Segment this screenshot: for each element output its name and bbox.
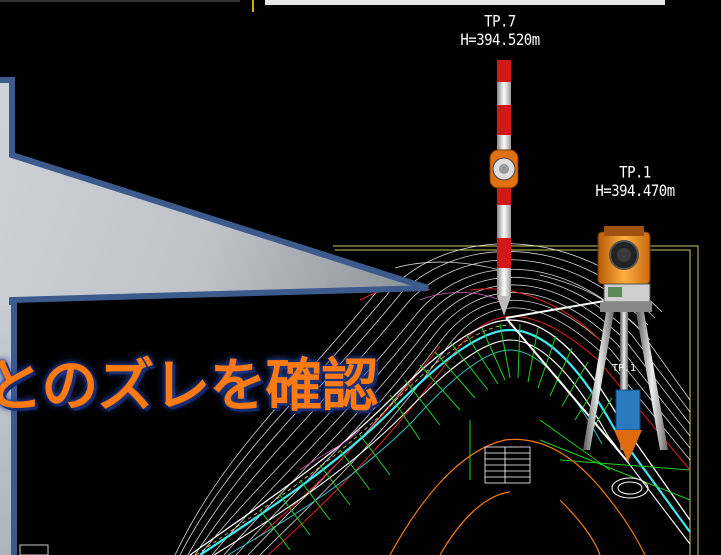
point-label-tp1: TP.1 H=394.470m (575, 164, 695, 201)
top-yellow-divider (252, 0, 254, 12)
top-left-rule (0, 0, 240, 2)
prism-pole-icon (489, 60, 519, 316)
data-table-block (484, 446, 531, 484)
alignment-road (189, 319, 691, 555)
window-top-edge (0, 0, 721, 12)
total-station-icon (583, 226, 668, 462)
north-mark (611, 477, 649, 499)
title-block-fragment (19, 544, 49, 555)
tp1-height: H=394.470m (595, 182, 675, 201)
instrument-point-label: TP.1 (612, 363, 637, 374)
speech-callout-icon (0, 77, 429, 555)
contour-lines-pink (299, 292, 501, 471)
point-label-tp7: TP.7 H=394.520m (440, 13, 560, 50)
sight-lines (505, 299, 629, 463)
contour-lines-orange (389, 438, 646, 555)
overlay-caption: とのズレを確認 (0, 353, 378, 419)
top-white-strip (265, 0, 665, 5)
tp1-name: TP.1 (619, 163, 651, 182)
tp7-height: H=394.520m (460, 31, 540, 50)
tp7-name: TP.7 (484, 12, 516, 31)
